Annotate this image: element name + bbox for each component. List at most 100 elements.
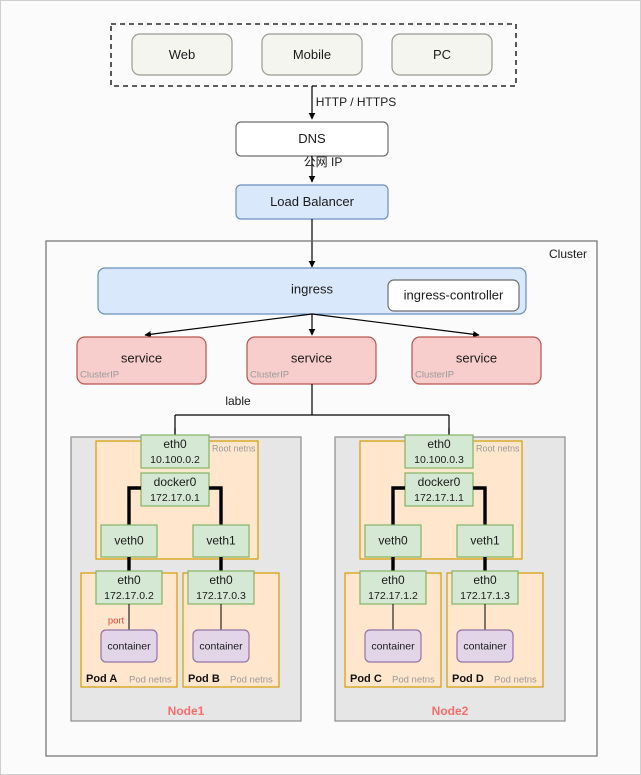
- node-1-pod-a-eth0-ip: 172.17.0.2: [104, 590, 154, 602]
- service-box-1-sublabel: ClusterIP: [80, 370, 119, 381]
- edge-label-http: HTTP / HTTPS: [316, 95, 396, 109]
- load-balancer-label: Load Balancer: [270, 194, 355, 209]
- node-1-pod-a-container[interactable]: container: [100, 629, 158, 663]
- node-2-pod-d-eth0[interactable]: eth0 172.17.1.3: [451, 570, 519, 605]
- service-box-1-label: service: [121, 350, 162, 365]
- node-2-label: Node2: [432, 704, 469, 718]
- client-box-pc[interactable]: PC: [391, 33, 493, 76]
- node-2-docker0-name: docker0: [418, 475, 461, 489]
- node-2-veth0-label: veth0: [378, 534, 408, 548]
- node-1-pod-a: Pod A Pod netns eth0 172.17.0.2 port con…: [80, 570, 178, 688]
- node-1-docker0-name: docker0: [154, 475, 197, 489]
- client-box-mobile-shape: [261, 33, 363, 76]
- node-1-pod-b-eth0-name: eth0: [209, 573, 233, 587]
- node-2-pod-c-container-shape: [364, 629, 422, 663]
- node-1-veth1-label: veth1: [206, 534, 236, 548]
- service-box-3-shape: [411, 336, 542, 385]
- dns-box[interactable]: DNS: [235, 121, 389, 157]
- edge-label-public-ip: 公网 IP: [304, 155, 343, 169]
- ingress-controller-box[interactable]: ingress-controller: [387, 279, 520, 312]
- edge-node-2-docker0-veth1: [473, 486, 487, 525]
- node-1-pod-b-eth0-shape: [187, 570, 255, 605]
- node-2-pod-c-eth0[interactable]: eth0 172.17.1.2: [359, 570, 427, 605]
- client-box-pc-shape: [391, 33, 493, 76]
- node-1-eth0-ip: 10.100.0.2: [150, 454, 200, 466]
- node-2-pod-d-title: Pod D: [452, 673, 484, 685]
- client-box-web-label: Web: [169, 47, 196, 62]
- cluster-boundary: [45, 240, 598, 757]
- node-1-veth0-label: veth0: [114, 534, 144, 548]
- node-1-veth0[interactable]: veth0: [100, 524, 158, 558]
- edge-label-lable: lable: [225, 394, 251, 408]
- node-2-eth0-ip: 10.100.0.3: [414, 454, 464, 466]
- node-1-pod-b-container[interactable]: container: [192, 629, 250, 663]
- node-1-veth1[interactable]: veth1: [192, 524, 250, 558]
- node-1-pod-b-title: Pod B: [188, 673, 220, 685]
- node-1-pod-b-netns-label: Pod netns: [230, 675, 273, 686]
- node-1-eth0-shape: [140, 434, 210, 469]
- node-1-docker0-ip: 172.17.0.1: [150, 492, 200, 504]
- dns-box-label: DNS: [298, 131, 326, 146]
- load-balancer-box[interactable]: Load Balancer: [235, 184, 389, 220]
- node-2-docker0[interactable]: docker0 172.17.1.1: [404, 472, 474, 507]
- node-1-pod-a-eth0[interactable]: eth0 172.17.0.2: [95, 570, 163, 605]
- node-1-docker0[interactable]: docker0 172.17.0.1: [140, 472, 210, 507]
- node-2-pod-c-title: Pod C: [350, 673, 382, 685]
- node-2-veth0[interactable]: veth0: [364, 524, 422, 558]
- node-1-pod-a-netns-label: Pod netns: [129, 675, 172, 686]
- ingress-label: ingress: [291, 281, 333, 296]
- node-1-eth0[interactable]: eth0 10.100.0.2: [140, 434, 210, 469]
- client-box-mobile[interactable]: Mobile: [261, 33, 363, 76]
- node-1-pod-a-container-label: container: [107, 640, 151, 652]
- node-1-root-netns-label: Root netns: [212, 443, 256, 453]
- node-1-pod-a-eth0-name: eth0: [117, 573, 141, 587]
- service-box-1[interactable]: service ClusterIP: [76, 336, 207, 385]
- node-2-pod-d-eth0-shape: [451, 570, 519, 605]
- node-1-label: Node1: [168, 704, 205, 718]
- node-2-pod-c-eth0-shape: [359, 570, 427, 605]
- service-box-1-shape: [76, 336, 207, 385]
- node-2-pod-d-container-label: container: [463, 640, 507, 652]
- node-1-pod-b-container-label: container: [199, 640, 243, 652]
- node-1-pod-a-title: Pod A: [86, 673, 117, 685]
- node-2-pod-d-container-shape: [456, 629, 514, 663]
- node-2-pod-c-container-label: container: [371, 640, 415, 652]
- node-2-pod-d: Pod D Pod netns eth0 172.17.1.3 containe…: [446, 570, 544, 688]
- edge-node-1-docker0-veth1: [209, 486, 223, 525]
- client-box-web-shape: [131, 33, 233, 76]
- node-2: Node2 Root netns eth0 10.100.0.3 docker0…: [334, 434, 566, 722]
- node-2-eth0-shape: [404, 434, 474, 469]
- node-2-pod-d-container[interactable]: container: [456, 629, 514, 663]
- edge-ingress-to-service-3: [311, 313, 480, 338]
- node-1-veth0-shape: [100, 524, 158, 558]
- node-2-eth0[interactable]: eth0 10.100.0.3: [404, 434, 474, 469]
- node-2-pod-c-eth0-ip: 172.17.1.2: [368, 590, 418, 602]
- service-box-3-sublabel: ClusterIP: [415, 370, 454, 381]
- client-group-boundary: [110, 23, 517, 87]
- edge-node-2-docker0-veth0: [391, 486, 405, 525]
- client-box-web[interactable]: Web: [131, 33, 233, 76]
- service-box-2[interactable]: service ClusterIP: [246, 336, 377, 385]
- node-1-pod-a-port-label: port: [108, 616, 125, 627]
- service-box-2-sublabel: ClusterIP: [250, 370, 289, 381]
- service-box-2-label: service: [291, 350, 332, 365]
- node-1-docker0-shape: [140, 472, 210, 507]
- node-1-pod-b-eth0[interactable]: eth0 172.17.0.3: [187, 570, 255, 605]
- edge-node-1-docker0-veth0: [127, 486, 141, 525]
- node-1: Node1 Root netns eth0 10.100.0.2 docker0…: [70, 434, 302, 722]
- cluster-label: Cluster: [549, 247, 587, 261]
- node-1-pod-a-eth0-shape: [95, 570, 163, 605]
- edge-ingress-to-service-1: [144, 313, 313, 338]
- node-2-pod-c-container[interactable]: container: [364, 629, 422, 663]
- node-2-pod-c: Pod C Pod netns eth0 172.17.1.2 containe…: [344, 570, 442, 688]
- node-1-pod-b-eth0-ip: 172.17.0.3: [196, 590, 246, 602]
- ingress-controller-shape: [387, 279, 520, 312]
- node-2-pod-d-eth0-ip: 172.17.1.3: [460, 590, 510, 602]
- service-box-3[interactable]: service ClusterIP: [411, 336, 542, 385]
- node-2-veth1[interactable]: veth1: [456, 524, 514, 558]
- service-box-3-label: service: [456, 350, 497, 365]
- node-2-pod-d-netns-label: Pod netns: [494, 675, 537, 686]
- client-box-mobile-label: Mobile: [293, 47, 331, 62]
